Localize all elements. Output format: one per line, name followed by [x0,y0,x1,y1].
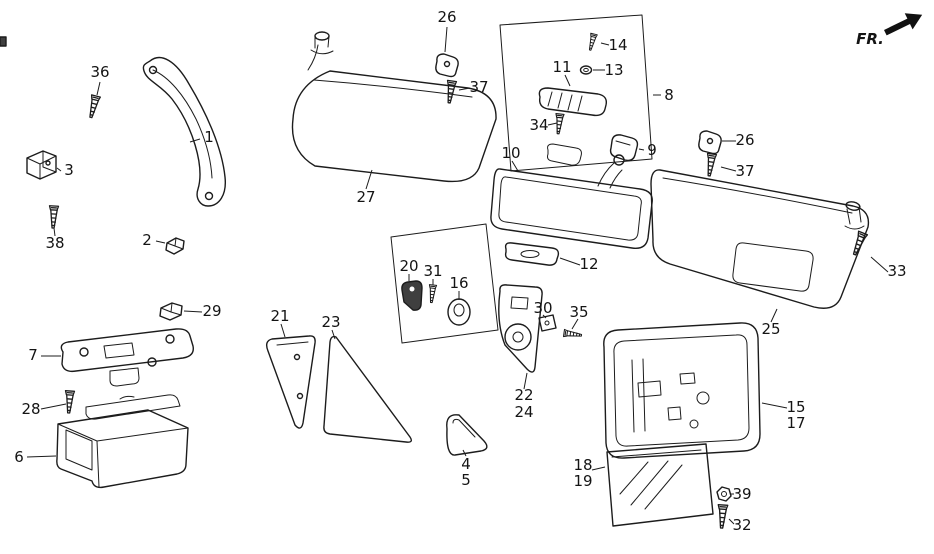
part-label-18: 18 [573,456,592,474]
nut-39-part [716,486,732,502]
bracket-20-part [401,280,423,311]
fr-direction-arrow [884,13,923,36]
part-label-4: 4 [461,455,471,473]
grommet-16-part [447,298,471,326]
mirror-glass-part [606,443,714,527]
sun-visor-left-part [291,31,497,183]
bracket-plate-7-part [60,328,194,387]
part-label-14: 14 [608,36,627,54]
part-label-21: 21 [270,307,289,325]
part-label-26-left: 26 [437,8,456,26]
screw-28-part [63,390,76,414]
screw-14-part [586,32,598,52]
part-label-37-left: 37 [469,78,488,96]
mirror-base-11-part [538,87,608,117]
part-label-22: 22 [514,386,533,404]
part-label-10: 10 [501,144,520,162]
corner-glass-23-part [323,335,413,443]
part-label-38: 38 [45,234,64,252]
corner-trim-4-5-part [446,414,488,456]
grab-handle-part [142,56,226,207]
screw-37-left-part [443,79,458,105]
part-label-15: 15 [786,398,805,416]
part-label-16: 16 [449,274,468,292]
part-label-1: 1 [204,128,214,146]
leader-lines [26,26,889,525]
part-labels: FR. 36 1 3 38 2 29 7 28 6 27 26 37 14 11… [14,8,906,534]
part-label-19: 19 [573,472,592,490]
retainer-clip-3-part [26,150,57,180]
clip-26-right-part [698,130,722,155]
part-label-5: 5 [461,471,471,489]
part-label-25: 25 [761,320,780,338]
clip-26-left-part [435,53,459,78]
stem-cover-9-part [609,134,639,162]
part-label-17: 17 [786,414,805,432]
part-label-12: 12 [579,255,598,273]
part-label-13: 13 [604,61,623,79]
screw-32-part [715,503,729,530]
clip-29-part [159,302,183,321]
part-label-3: 3 [64,161,74,179]
part-label-11: 11 [552,58,571,76]
part-label-30: 30 [533,299,552,317]
mirror-mount-kit-box [390,223,499,344]
fr-arrow-icon [884,13,923,36]
part-label-6: 6 [14,448,24,466]
screw-31-part [427,284,438,304]
part-label-36: 36 [90,63,109,81]
part-label-35: 35 [569,303,588,321]
door-mirror-housing-part [603,322,761,459]
part-label-24: 24 [514,403,533,421]
part-label-8: 8 [664,86,674,104]
part-label-33: 33 [887,262,906,280]
ashtray-6-part [56,394,189,489]
part-label-28: 28 [21,400,40,418]
part-label-31: 31 [423,262,442,280]
part-label-20: 20 [399,257,418,275]
part-label-39: 39 [732,485,751,503]
diagram-art [0,14,870,530]
part-label-2: 2 [142,231,152,249]
mirror-base-kit-box [499,14,653,172]
corner-trim-21-part [265,335,316,429]
part-label-29: 29 [202,302,221,320]
fr-label: FR. [856,30,884,48]
part-label-7: 7 [28,346,38,364]
mirror-bracket-22-24-part [498,284,543,373]
screw-35-part [562,328,583,340]
screw-37-right-part [703,152,718,178]
part-label-26-right: 26 [735,131,754,149]
clip-2-part [165,237,185,255]
edge-mark [0,36,7,47]
part-label-23: 23 [321,313,340,331]
clip-30-part [538,314,557,332]
screw-38-part [47,205,60,229]
screw-36-part [85,94,102,120]
part-label-9: 9 [647,141,657,159]
grommet-13-part [579,65,593,75]
mirror-pad-12-part [504,242,560,266]
part-label-34: 34 [529,116,548,134]
sun-visor-right-part [650,169,870,309]
part-label-32: 32 [732,516,751,534]
part-label-27: 27 [356,188,375,206]
part-label-37-right: 37 [735,162,754,180]
